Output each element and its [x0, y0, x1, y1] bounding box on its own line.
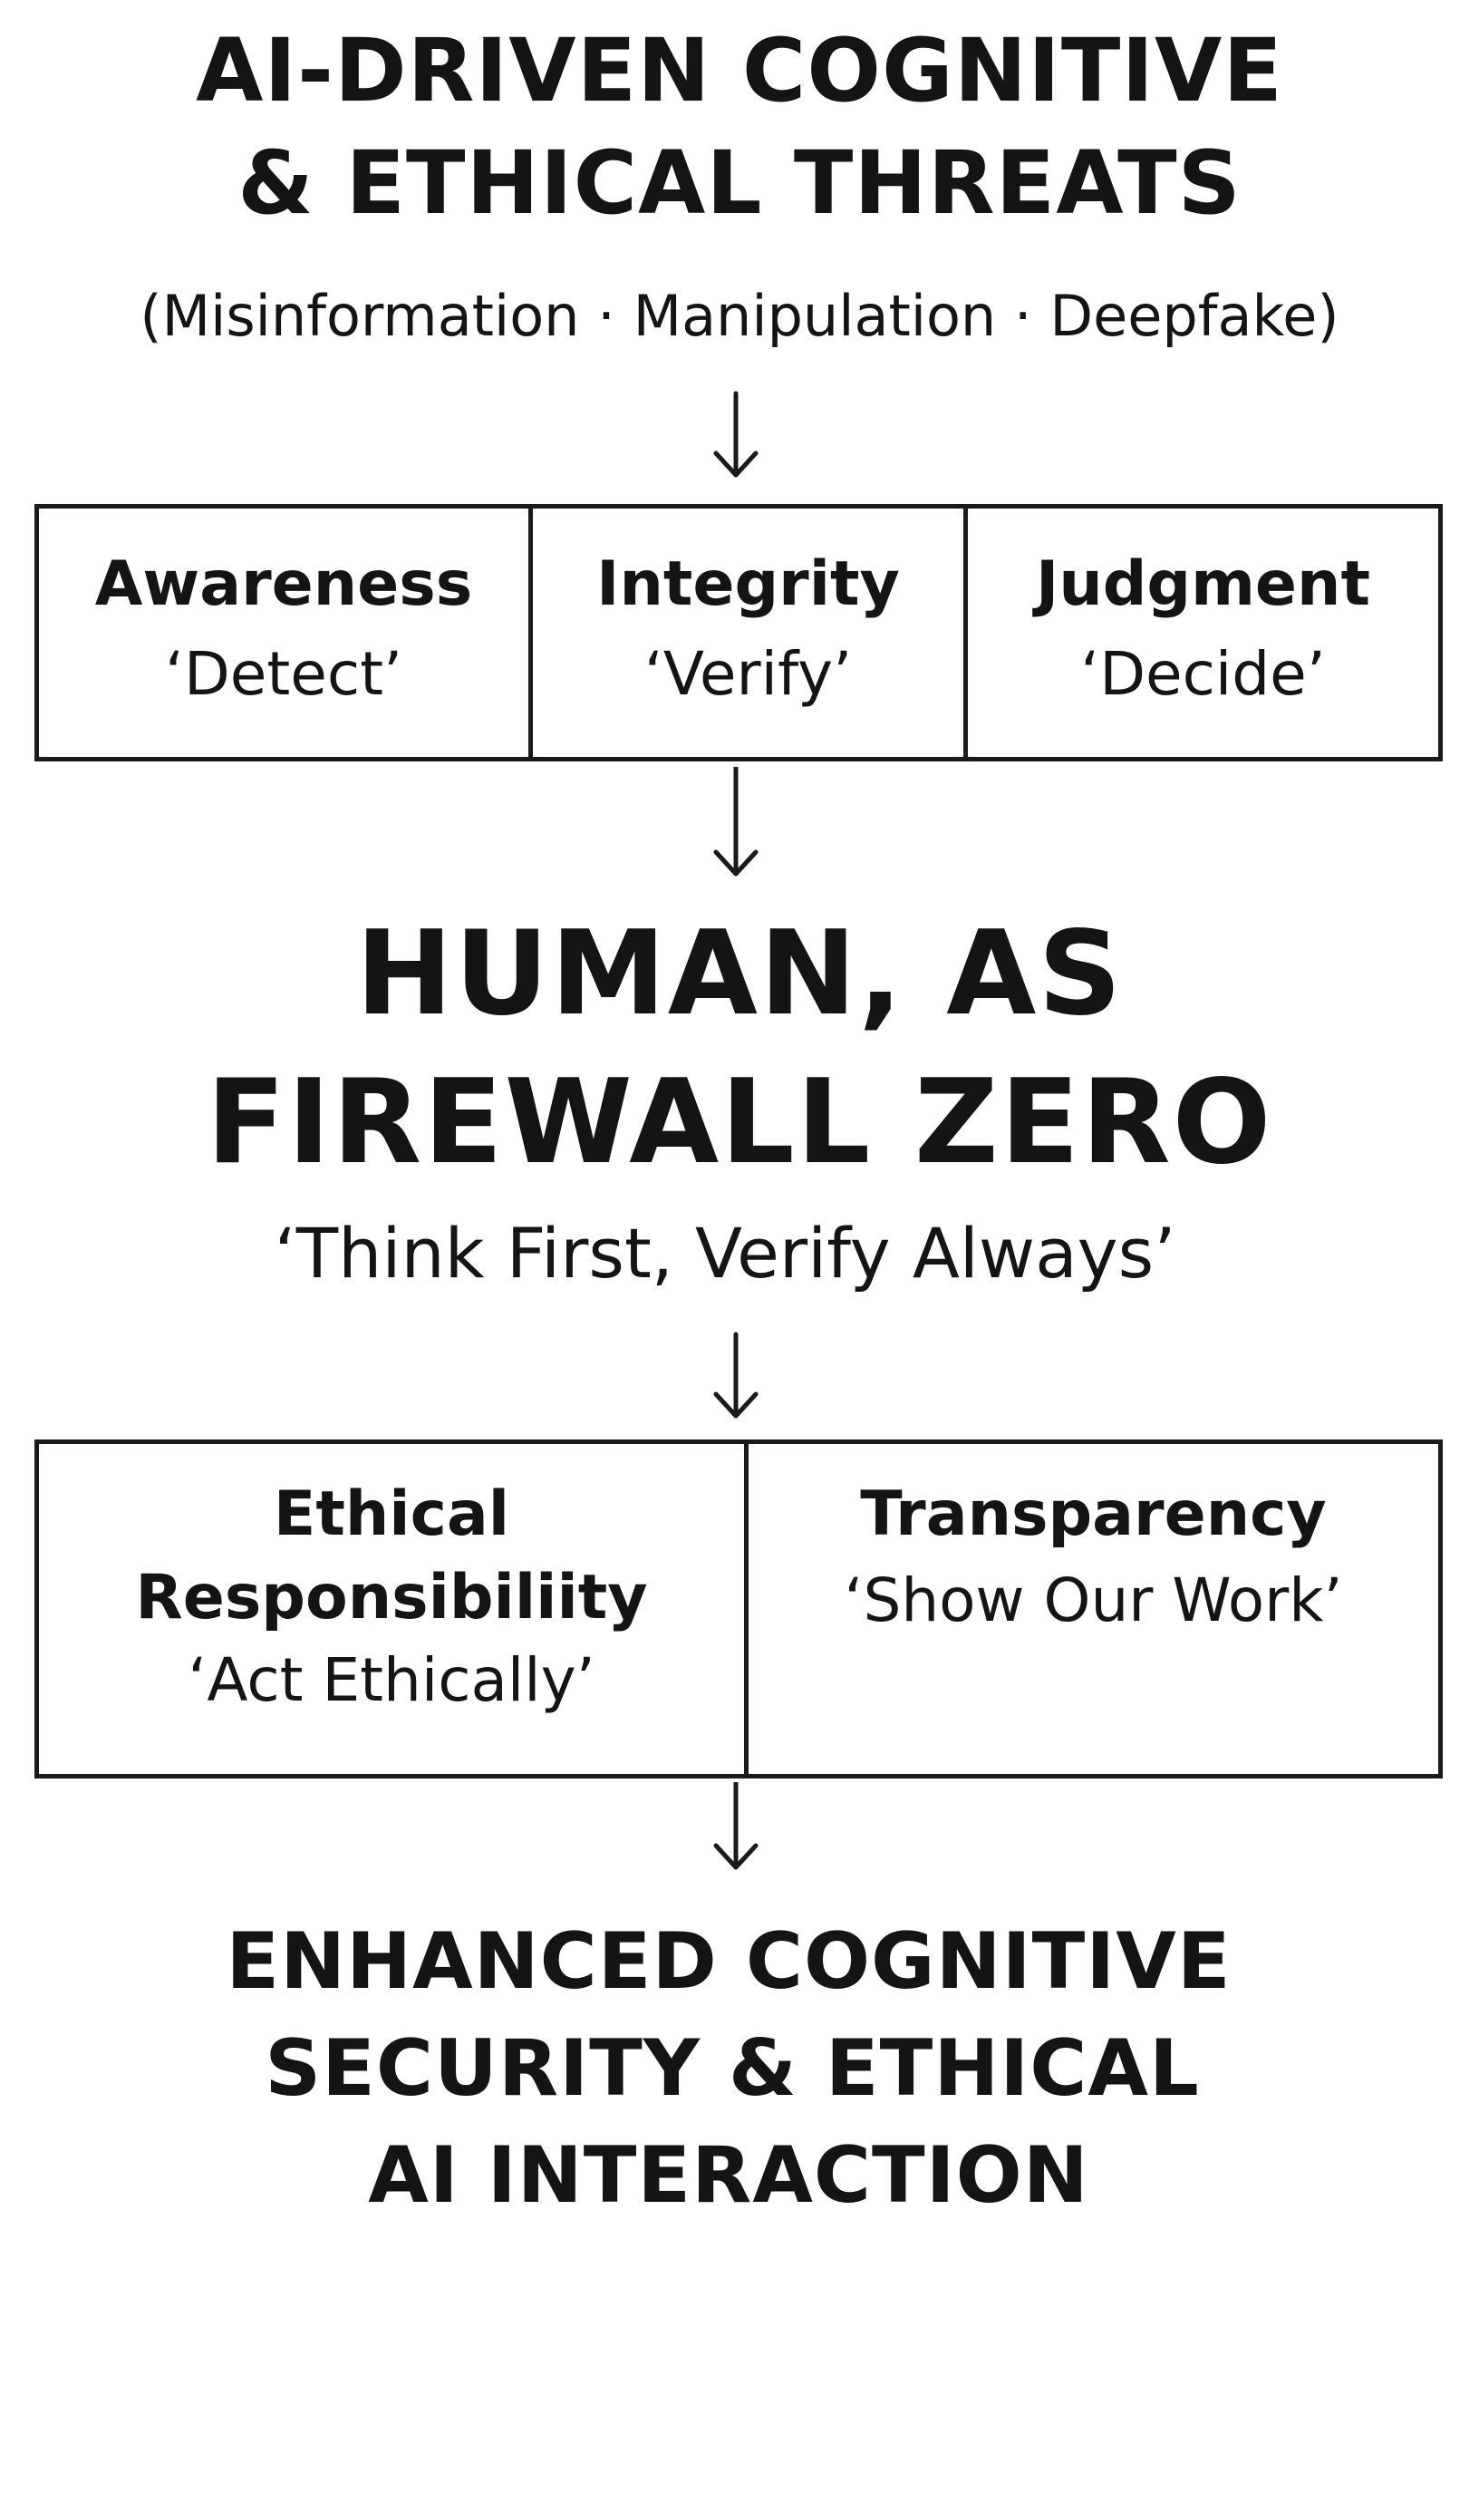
- principle-transparency: Transparency ‘Show Our Work’: [744, 1444, 1438, 1774]
- principles-box: Ethical Responsibiliity ‘Act Ethically’ …: [34, 1439, 1443, 1779]
- down-arrow-icon: [713, 1782, 759, 1870]
- principle-title-line-2: Responsibiliity: [135, 1562, 648, 1633]
- firewall-tagline: ‘Think First, Verify Always’: [274, 1213, 1176, 1294]
- pillar-integrity: Integrity ‘Verify’: [528, 509, 963, 757]
- principle-action: ‘Show Our Work’: [844, 1565, 1343, 1635]
- pillar-title: Awareness: [94, 548, 473, 620]
- outcome-line-1: ENHANCED COGNITIVE: [226, 1916, 1232, 2007]
- principle-action: ‘Act Ethically’: [188, 1645, 595, 1715]
- outcome-line-3: AI INTERACTION: [368, 2130, 1089, 2221]
- pillar-awareness: Awareness ‘Detect’: [39, 509, 528, 757]
- principle-title-line-1: Ethical: [273, 1478, 510, 1550]
- down-arrow-icon: [713, 1332, 759, 1419]
- principle-ethical-responsibility: Ethical Responsibiliity ‘Act Ethically’: [39, 1444, 744, 1774]
- threats-subtitle: (Misinformation · Manipulation · Deepfak…: [140, 283, 1339, 349]
- firewall-title-line-1: HUMAN, AS: [355, 906, 1124, 1042]
- pillar-title: Judgment: [1036, 548, 1370, 620]
- outcome-line-2: SECURITY & ETHICAL: [265, 2023, 1200, 2114]
- firewall-title-line-2: FIREWALL ZERO: [206, 1055, 1273, 1190]
- threats-title-line-2: & ETHICAL THREATS: [237, 132, 1242, 234]
- pillar-action: ‘Decide’: [1080, 639, 1326, 709]
- down-arrow-icon: [713, 391, 759, 478]
- pillar-action: ‘Verify’: [643, 639, 853, 709]
- pillar-judgment: Judgment ‘Decide’: [963, 509, 1438, 757]
- down-arrow-icon: [713, 767, 759, 877]
- principle-title-line-1: Transparency: [860, 1478, 1327, 1550]
- pillars-box: Awareness ‘Detect’ Integrity ‘Verify’ Ju…: [34, 504, 1443, 761]
- threats-title-line-1: AI-DRIVEN COGNITIVE: [196, 20, 1283, 121]
- pillar-title: Integrity: [596, 548, 900, 620]
- pillar-action: ‘Detect’: [164, 639, 403, 709]
